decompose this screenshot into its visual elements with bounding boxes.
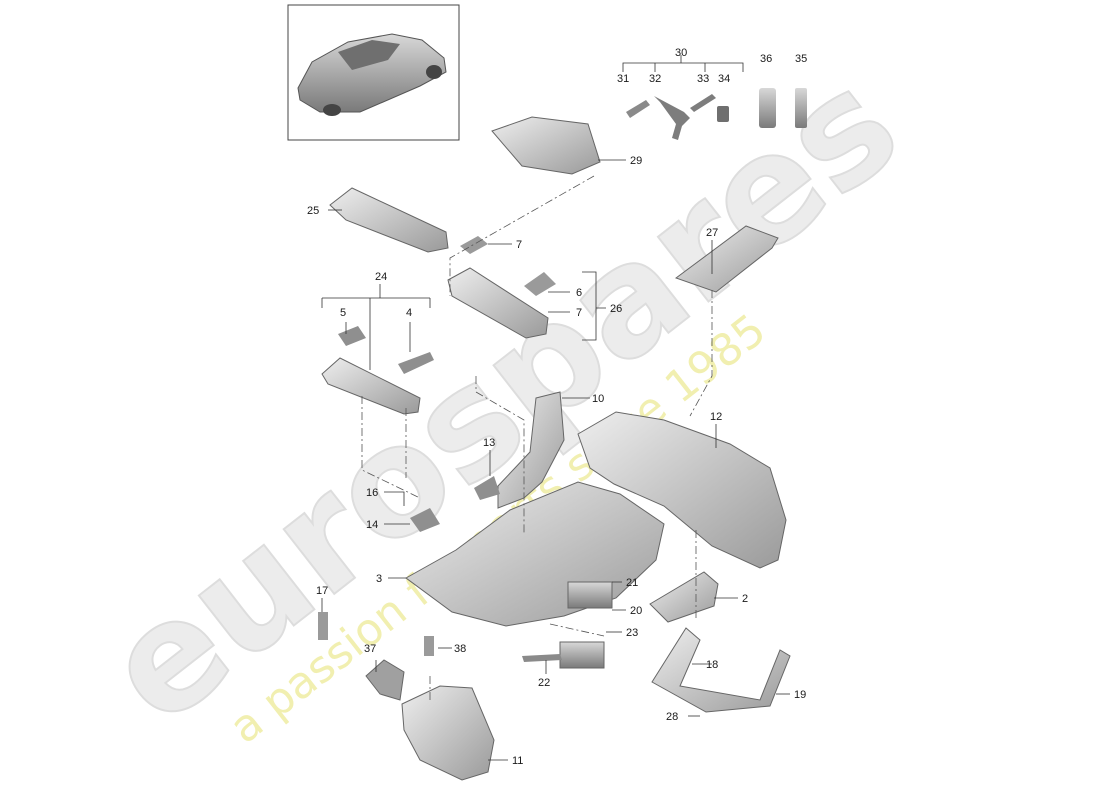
watermark-brand: eurospares bbox=[75, 37, 929, 758]
part-22-module bbox=[559, 641, 605, 669]
part-13-bracket bbox=[474, 476, 500, 500]
callout-20: 20 bbox=[630, 605, 642, 617]
part-11-closeout bbox=[401, 685, 495, 781]
callout-17: 17 bbox=[316, 585, 328, 597]
car-body bbox=[297, 33, 447, 113]
callout-36: 36 bbox=[760, 53, 772, 65]
callout-10: 10 bbox=[592, 393, 604, 405]
callout-2: 2 bbox=[742, 593, 748, 605]
callout-11: 11 bbox=[512, 755, 523, 767]
part-29-floor-panel bbox=[491, 116, 601, 175]
part-2-rail bbox=[649, 571, 719, 623]
callout-35: 35 bbox=[795, 53, 807, 65]
callout-26: 26 bbox=[610, 303, 622, 315]
callout-25: 25 bbox=[307, 205, 319, 217]
guide-lines bbox=[361, 175, 713, 700]
callout-37: 37 bbox=[364, 643, 376, 655]
callout-30: 30 bbox=[675, 47, 687, 59]
callout-32: 32 bbox=[649, 73, 661, 85]
leader-lines bbox=[321, 55, 790, 761]
callout-24: 24 bbox=[375, 271, 387, 283]
callout-29: 29 bbox=[630, 155, 642, 167]
part-26-crossmember bbox=[447, 267, 549, 339]
callouts: 30 31 32 33 34 36 35 29 25 7 27 24 6 26 … bbox=[307, 47, 807, 767]
callout-5: 5 bbox=[340, 307, 346, 319]
part-17-fastener bbox=[318, 612, 328, 640]
part-24-bracket bbox=[321, 357, 421, 415]
car-thumbnail bbox=[287, 4, 460, 141]
part-27-tunnel-shield bbox=[674, 225, 779, 293]
part-7-clip bbox=[460, 236, 488, 254]
callout-13: 13 bbox=[483, 437, 495, 449]
callout-38: 38 bbox=[454, 643, 466, 655]
callout-27: 27 bbox=[706, 227, 718, 239]
part-22-bracket bbox=[522, 654, 562, 662]
callout-23: 23 bbox=[626, 627, 638, 639]
callout-14: 14 bbox=[366, 519, 378, 531]
watermark: eurospares a passion for parts since 198… bbox=[74, 36, 930, 759]
part-18-strut bbox=[651, 627, 791, 713]
callout-6: 6 bbox=[576, 287, 582, 299]
callout-3: 3 bbox=[376, 573, 382, 585]
part-14-bracket bbox=[410, 508, 440, 532]
callout-28: 28 bbox=[666, 711, 678, 723]
callout-7-lower: 7 bbox=[576, 307, 582, 319]
callout-21: 21 bbox=[626, 577, 638, 589]
callout-19: 19 bbox=[794, 689, 806, 701]
callout-34: 34 bbox=[718, 73, 730, 85]
callout-18: 18 bbox=[706, 659, 718, 671]
callout-4: 4 bbox=[406, 307, 412, 319]
callout-7-upper: 7 bbox=[516, 239, 522, 251]
part-37-bracket bbox=[365, 659, 405, 701]
callout-33: 33 bbox=[697, 73, 709, 85]
callout-12: 12 bbox=[710, 411, 722, 423]
callout-22: 22 bbox=[538, 677, 550, 689]
part-12-rear-tub bbox=[577, 411, 787, 569]
part-25-bracket bbox=[329, 187, 449, 253]
callout-16: 16 bbox=[366, 487, 378, 499]
parts-30-36-sealants bbox=[626, 88, 807, 140]
part-38-fastener bbox=[424, 636, 434, 656]
callout-31: 31 bbox=[617, 73, 629, 85]
part-20-module bbox=[567, 581, 613, 609]
